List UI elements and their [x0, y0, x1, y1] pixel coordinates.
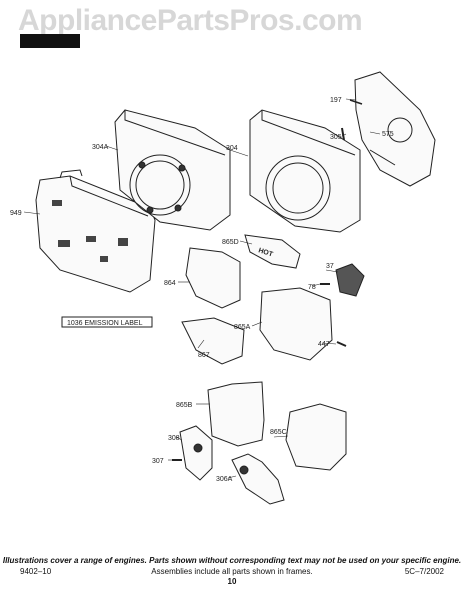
footer-disclaimer: Illustrations cover a range of engines. … — [2, 556, 462, 565]
part-305-screw — [341, 127, 345, 141]
callout-865c: 865C — [270, 429, 287, 436]
callout-865a: 865A — [234, 324, 251, 331]
part-865a-baffle — [259, 287, 333, 361]
part-865c-shroud — [285, 403, 347, 471]
callout-575: 575 — [382, 131, 394, 138]
part-865d-shroud — [244, 234, 301, 269]
page-number: 10 — [227, 577, 237, 586]
part-575-plate — [354, 71, 436, 187]
part-304-housing — [249, 109, 361, 233]
callout-865d: 865D — [222, 239, 239, 246]
part-867-deflector — [181, 317, 245, 365]
callout-447: 447 — [318, 341, 330, 348]
callout-304a: 304A — [92, 144, 109, 151]
hot-label: HOT — [257, 247, 274, 258]
watermark-logo: AppliancePartsPros.com — [18, 4, 363, 37]
part-949-grille — [35, 175, 156, 293]
callout-308: 308 — [168, 435, 180, 442]
callout-306a: 306A — [216, 476, 233, 483]
part-308-cover — [179, 425, 213, 481]
callout-949: 949 — [10, 210, 22, 217]
callout-304: 304 — [226, 145, 238, 152]
callout-305: 305 — [330, 134, 342, 141]
footer-left-code: 9402–10 — [20, 567, 52, 576]
part-865b-shroud — [207, 381, 265, 447]
emission-label-frame — [61, 316, 153, 328]
callout-78: 78 — [308, 284, 316, 291]
callout-307: 307 — [152, 458, 164, 465]
part-306a-cover — [231, 453, 285, 505]
callout-865b: 865B — [176, 402, 193, 409]
emission-label-text: 1036 EMISSION LABEL — [67, 320, 143, 327]
model-code-label — [20, 34, 80, 48]
callout-197: 197 — [330, 97, 342, 104]
part-304a-housing — [114, 109, 231, 231]
part-864-baffle — [185, 247, 241, 309]
callout-867: 867 — [198, 352, 210, 359]
part-37-clip — [335, 263, 365, 297]
footer-center-text: Assemblies include all parts shown in fr… — [151, 567, 313, 576]
callout-864: 864 — [164, 280, 176, 287]
callout-37: 37 — [326, 263, 334, 270]
footer-right-code: 5C–7/2002 — [404, 567, 444, 576]
